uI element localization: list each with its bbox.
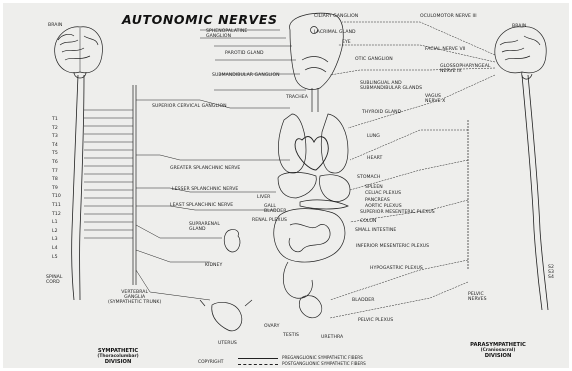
trachea <box>312 88 318 112</box>
label-left-brain: BRAIN <box>48 23 62 28</box>
head-outline <box>290 13 344 89</box>
sympathetic-trunk-chain <box>133 85 136 285</box>
bladder <box>299 296 321 318</box>
label-kidney: KIDNEY <box>205 263 222 268</box>
label-renal-plexus: RENAL PLEXUS <box>252 218 287 223</box>
sympathetic-division-title: SYMPATHETIC (Thoracolumbar) DIVISION <box>88 348 148 365</box>
label-oculomotor-nerve: OCULOMOTOR NERVE III <box>420 14 477 19</box>
right-brain <box>495 27 546 79</box>
right-spinal-cord <box>522 75 548 310</box>
label-spleen: SPLEEN <box>365 185 383 190</box>
spinal-segment-label: T6 <box>52 160 58 165</box>
label-celiac-plexus: CELIAC PLEXUS <box>365 191 401 196</box>
spinal-segment-label: T8 <box>52 177 58 182</box>
label-small-intestine: SMALL INTESTINE <box>355 228 396 233</box>
label-lesser-splanchnic: LESSER SPLANCHNIC NERVE <box>172 187 238 192</box>
label-superior-cervical-ganglion: SUPERIOR CERVICAL GANGLION <box>152 104 227 109</box>
spinal-segment-label: T4 <box>52 143 58 148</box>
spinal-segment-label: T3 <box>52 134 58 139</box>
legend-preganglionic: PREGANGLIONIC SYMPATHETIC FIBERS <box>282 355 363 360</box>
lung-left <box>278 114 306 173</box>
sympathetic-division-label: DIVISION <box>88 359 148 365</box>
spinal-segment-label: T9 <box>52 186 58 191</box>
label-sublingual-glands: SUBLINGUAL AND SUBMANDIBULAR GLANDS <box>360 81 422 91</box>
label-uterus: UTERUS <box>218 341 237 346</box>
heart <box>295 137 328 171</box>
spinal-segment-label: T7 <box>52 169 58 174</box>
spinal-segment-label: L2 <box>52 229 58 234</box>
lung-right <box>321 114 348 173</box>
label-hypogastric-plexus: HYPOGASTRIC PLEXUS <box>370 266 423 271</box>
label-urethra: URETHRA <box>321 335 343 340</box>
label-vagus-nerve: VAGUS NERVE X <box>425 94 445 104</box>
label-sphenopalatine-ganglion: SPHENOPALATINE GANGLION <box>206 29 247 39</box>
label-lung: LUNG <box>367 134 380 139</box>
spinal-segment-label: L3 <box>52 237 58 242</box>
label-heart: HEART <box>367 156 382 161</box>
label-bladder: BLADDER <box>352 298 374 303</box>
left-spinal-cord <box>72 75 84 300</box>
fiber-legend: PREGANGLIONIC SYMPATHETIC FIBERS POSTGAN… <box>230 355 400 368</box>
left-brain <box>55 27 103 78</box>
label-glossopharyngeal-nerve: GLOSSOPHARYNGEAL NERVE IX <box>440 64 491 74</box>
label-pancreas: PANCREAS <box>365 198 390 203</box>
label-gall-bladder: GALL BLADDER <box>264 204 286 214</box>
label-suprarenal-gland: SUPRARENAL GLAND <box>189 222 220 232</box>
spinal-segment-label: T11 <box>52 203 61 208</box>
spinal-segment-label: L5 <box>52 255 58 260</box>
label-superior-mesenteric-plexus: SUPERIOR MESENTERIC PLEXUS <box>360 210 435 215</box>
label-thyroid-gland: THYROID GLAND <box>362 110 401 115</box>
diagram-title: AUTONOMIC NERVES <box>122 12 278 27</box>
liver <box>278 172 316 198</box>
label-right-brain: BRAIN <box>512 24 526 29</box>
label-sacral-segments: S2 S3 S4 <box>548 265 554 280</box>
spinal-segment-label: L4 <box>52 246 58 251</box>
label-ovary: OVARY <box>264 324 279 329</box>
label-testis: TESTIS <box>283 333 299 338</box>
legend-solid-line <box>238 358 278 359</box>
label-greater-splanchnic: GREATER SPLANCHNIC NERVE <box>170 166 240 171</box>
label-least-splanchnic: LEAST SPLANCHNIC NERVE <box>170 203 233 208</box>
stomach <box>319 175 350 202</box>
spinal-segment-label: T1 <box>52 117 58 122</box>
label-eye: EYE <box>342 40 351 45</box>
copyright-notice: COPYRIGHT <box>198 360 224 365</box>
parasympathetic-division-title: PARASYMPATHETIC (Craniosacral) DIVISION <box>458 342 538 359</box>
parasympathetic-division-label: DIVISION <box>458 353 538 359</box>
label-pelvic-plexus: PELVIC PLEXUS <box>358 318 393 323</box>
spinal-segment-label: T2 <box>52 126 58 131</box>
label-liver: LIVER <box>257 195 270 200</box>
spinal-segment-label: L1 <box>52 220 58 225</box>
label-inferior-mesenteric-plexus: INFERIOR MESENTERIC PLEXUS <box>356 244 429 249</box>
label-pelvic-nerves: PELVIC NERVES <box>468 292 487 302</box>
label-aortic-plexus: AORTIC PLEXUS <box>365 204 402 209</box>
label-ciliary-ganglion: CILIARY GANGLION <box>314 14 358 19</box>
label-facial-nerve: FACIAL NERVE VII <box>425 47 465 52</box>
label-stomach: STOMACH <box>357 175 380 180</box>
label-trachea: TRACHEA <box>286 95 308 100</box>
label-vertebral-ganglia: VERTEBRAL GANGLIA (SYMPATHETIC TRUNK) <box>108 290 161 305</box>
label-parotid-gland: PAROTID GLAND <box>225 51 264 56</box>
uterus-diagram <box>200 300 252 331</box>
legend-dashed-line <box>238 364 278 365</box>
label-lacrimal-gland: LACRIMAL GLAND <box>314 30 356 35</box>
sympathetic-fibers <box>84 30 306 300</box>
spinal-segment-label: T10 <box>52 194 61 199</box>
kidney <box>224 229 240 252</box>
label-submandibular-ganglion: SUBMANDIBULAR GANGLION <box>212 73 280 78</box>
label-otic-ganglion: OTIC GANGLION <box>355 57 393 62</box>
legend-postganglionic: POSTGANGLIONIC SYMPATHETIC FIBERS <box>282 361 366 366</box>
spinal-segment-label: T12 <box>52 212 61 217</box>
label-colon: COLON <box>360 219 377 224</box>
label-spinal-cord: SPINAL CORD <box>46 275 62 285</box>
spinal-segment-label: T5 <box>52 151 58 156</box>
